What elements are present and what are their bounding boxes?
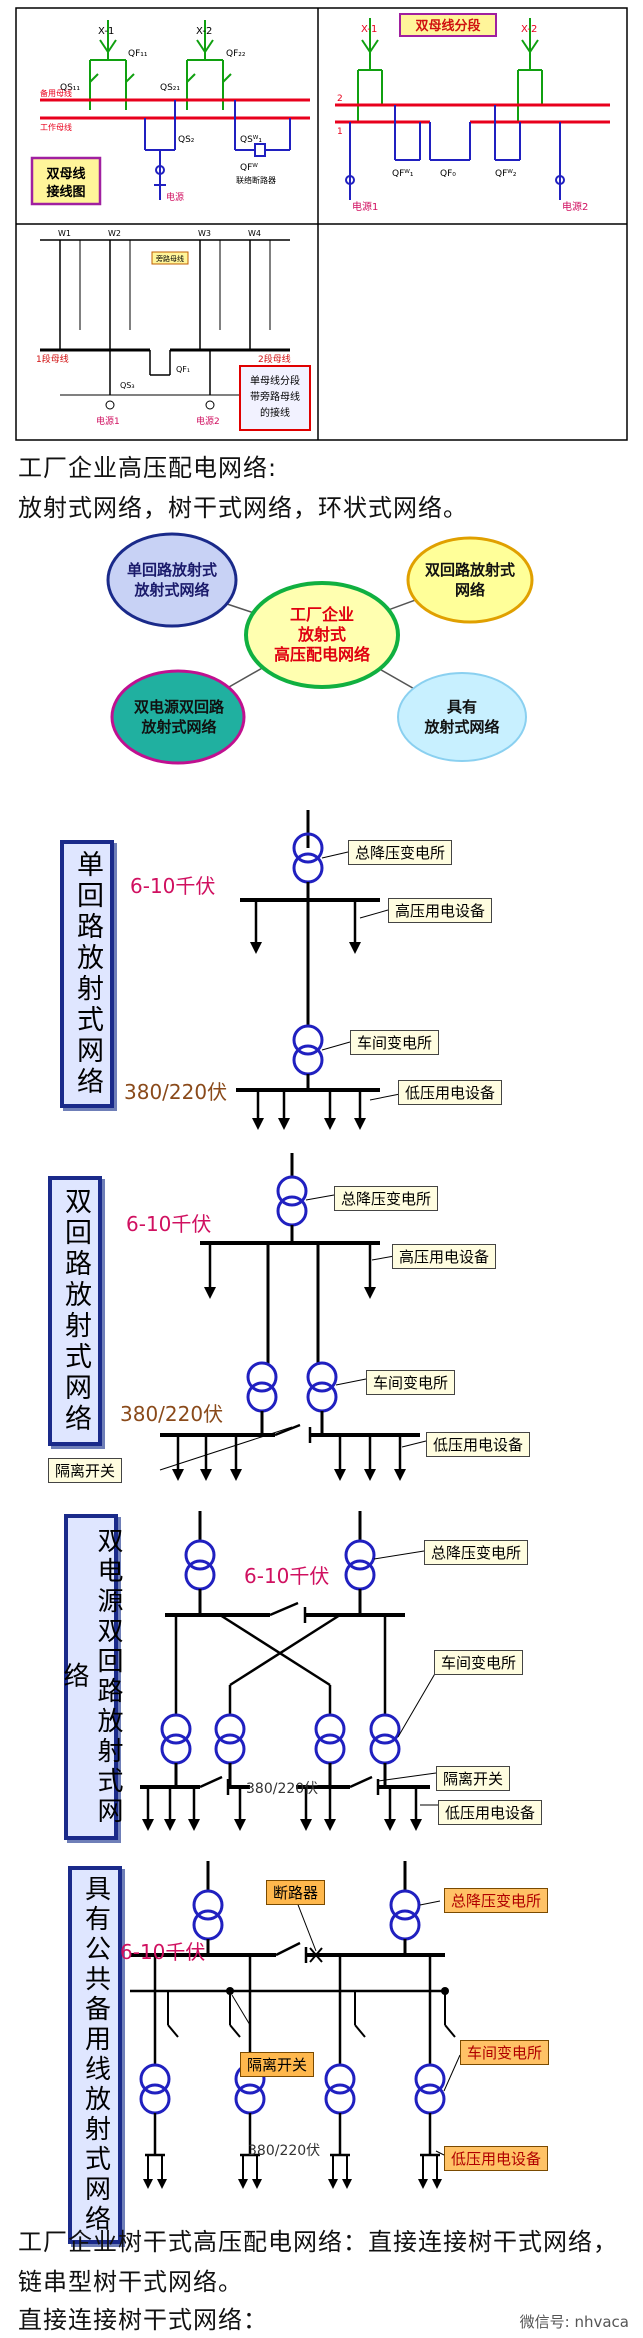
d1-diagram bbox=[236, 810, 401, 1130]
bypass-label: 旁路母线 bbox=[156, 254, 184, 263]
bypass-bus-diagram bbox=[40, 239, 290, 410]
node-double-radial bbox=[406, 536, 534, 624]
bus-number: 2 bbox=[337, 94, 343, 104]
source-label: 电源1 bbox=[352, 200, 378, 213]
d1-hv-equipment-label: 高压用电设备 bbox=[388, 898, 493, 923]
feeder-label: X-1 bbox=[98, 26, 114, 37]
d3-lv-voltage: 380/220伏 bbox=[246, 1781, 319, 1797]
switch-label: QS₃ bbox=[120, 381, 135, 390]
d3-title: 双电源双回路放射式网络 bbox=[59, 1514, 123, 1840]
sectioned-title: 双母线分段 bbox=[415, 18, 480, 34]
breaker-label: QF₁ bbox=[176, 365, 190, 374]
source-label: 电源2 bbox=[196, 415, 220, 427]
d4-lv-equipment-label: 低压用电设备 bbox=[444, 2146, 549, 2171]
node-center bbox=[244, 581, 400, 689]
breaker-label: QF₁₁ bbox=[128, 49, 148, 59]
node-dual-source-label: 双电源双回路 放射式网络 bbox=[133, 698, 224, 736]
feeder-label: W4 bbox=[248, 229, 261, 238]
breaker-label: QFᵂ bbox=[240, 163, 258, 173]
d4-breaker-label: 断路器 bbox=[266, 1880, 326, 1905]
node-dual-source bbox=[110, 669, 246, 765]
d3-lv-equipment-label: 低压用电设备 bbox=[438, 1800, 543, 1825]
d4-hv-voltage: 6-10千伏 bbox=[120, 1940, 206, 1964]
bypass-title-line2: 带旁路母线 bbox=[250, 390, 300, 403]
watermark: 微信号: nhvaca bbox=[519, 2313, 629, 2331]
paragraph-trunk-network: 工厂企业树干式高压配电网络：直接连接树干式网络， bbox=[18, 2228, 618, 2256]
paragraph-direct-trunk: 直接连接树干式网络： bbox=[18, 2306, 268, 2334]
d3-main-substation-label: 总降压变电所 bbox=[424, 1540, 529, 1565]
switch-label: QSᵂ₁ bbox=[240, 135, 262, 145]
bypass-title-line1: 单母线分段 bbox=[250, 374, 300, 387]
bus-label: 工作母线 bbox=[40, 122, 72, 132]
paragraph-network-types: 放射式网络，树干式网络，环状式网络。 bbox=[18, 494, 468, 522]
node-common-backup-label: 具有 放射式网络 bbox=[424, 698, 500, 736]
switch-label: QS₂₁ bbox=[160, 83, 180, 93]
bypass-label-box bbox=[151, 251, 189, 265]
bypass-title-line3: 的接线 bbox=[260, 406, 290, 419]
node-single-radial bbox=[106, 532, 238, 628]
tie-breaker-label: 联络断路器 bbox=[236, 175, 276, 185]
bus-label: 2段母线 bbox=[258, 353, 291, 365]
bus-number: 1 bbox=[337, 127, 343, 137]
paragraph-chain-network: 链串型树干式网络。 bbox=[18, 2268, 243, 2296]
double-bus-sectioned-diagram bbox=[335, 18, 610, 200]
source-label: 电源1 bbox=[96, 415, 120, 427]
node-center-label: 工厂企业 放射式 高压配电网络 bbox=[273, 605, 370, 664]
bypass-title-box bbox=[239, 365, 311, 431]
feeder-label: W2 bbox=[108, 229, 121, 238]
d4-diagram bbox=[130, 1861, 461, 2189]
d4-isolating-switch-label: 隔离开关 bbox=[240, 2052, 315, 2077]
d3-diagram bbox=[140, 1511, 441, 1831]
d3-hv-voltage: 6-10千伏 bbox=[244, 1564, 330, 1588]
double-bus-diagram: X-1 X-2 QF₁₁ QF₂₂ QS₁₁ QS₂₁ 备用母线 工作母线 QS… bbox=[40, 20, 310, 203]
breaker-label: QFᵂ₁ bbox=[392, 169, 414, 179]
source-label: 电源2 bbox=[562, 200, 588, 213]
top-diagram-grid: X-1 X-2 QF₁₁ QF₂₂ QS₁₁ QS₂₁ 备用母线 工作母线 QS… bbox=[15, 7, 628, 441]
d2-hv-equipment-label: 高压用电设备 bbox=[392, 1244, 497, 1269]
d2-diagram bbox=[159, 1153, 427, 1481]
d2-workshop-substation-label: 车间变电所 bbox=[366, 1370, 456, 1395]
d3-workshop-substation-label: 车间变电所 bbox=[434, 1650, 524, 1675]
d1-lv-voltage: 380/220伏 bbox=[124, 1080, 228, 1104]
bus-label: 备用母线 bbox=[40, 88, 72, 98]
feeder-label: X-2 bbox=[521, 24, 537, 35]
feeder-label: X-2 bbox=[196, 26, 212, 37]
breaker-label: QFᵂ₂ bbox=[495, 169, 517, 179]
d4-title: 具有公共备用线放射式网络 bbox=[68, 1866, 122, 2244]
source-label: 电源 bbox=[166, 191, 184, 203]
sectioned-title-box bbox=[399, 13, 497, 37]
feeder-label: W1 bbox=[58, 229, 71, 238]
d2-lv-voltage: 380/220伏 bbox=[120, 1402, 224, 1426]
d4-main-substation-label: 总降压变电所 bbox=[444, 1888, 549, 1913]
feeder-label: X-1 bbox=[361, 24, 377, 35]
node-common-backup bbox=[397, 672, 527, 762]
d2-lv-equipment-label: 低压用电设备 bbox=[426, 1432, 531, 1457]
d2-hv-voltage: 6-10千伏 bbox=[126, 1212, 212, 1236]
double-bus-title-line2: 接线图 bbox=[46, 184, 85, 200]
d2-title: 双回路放射式网络 bbox=[48, 1176, 102, 1446]
d1-lv-equipment-label: 低压用电设备 bbox=[398, 1080, 503, 1105]
feeder-label: W3 bbox=[198, 229, 211, 238]
radial-network-mindmap bbox=[106, 532, 534, 765]
bus-label: 1段母线 bbox=[36, 353, 69, 365]
double-bus-title-box bbox=[30, 156, 102, 206]
d1-title: 单回路放射式网络 bbox=[60, 840, 114, 1108]
d4-lv-voltage: 380/220伏 bbox=[248, 2143, 321, 2159]
double-bus-title-line1: 双母线 bbox=[46, 166, 85, 182]
d1-main-substation-label: 总降压变电所 bbox=[348, 840, 453, 865]
d4-workshop-substation-label: 车间变电所 bbox=[460, 2040, 550, 2065]
d1-workshop-substation-label: 车间变电所 bbox=[350, 1030, 440, 1055]
switch-label: QS₁₁ bbox=[60, 83, 80, 93]
breaker-label: QF₂₂ bbox=[226, 49, 246, 59]
d2-main-substation-label: 总降压变电所 bbox=[334, 1186, 439, 1211]
node-single-radial-label: 单回路放射式 放射式网络 bbox=[126, 561, 217, 599]
breaker-label: QF₀ bbox=[440, 169, 456, 179]
d1-hv-voltage: 6-10千伏 bbox=[130, 874, 216, 898]
switch-label: QS₂ bbox=[178, 135, 195, 145]
node-double-radial-label: 双回路放射式 网络 bbox=[424, 561, 515, 599]
d2-isolating-switch-label: 隔离开关 bbox=[48, 1458, 123, 1483]
paragraph-hv-network: 工厂企业高压配电网络: bbox=[18, 454, 278, 482]
d3-isolating-switch-label: 隔离开关 bbox=[436, 1766, 511, 1791]
